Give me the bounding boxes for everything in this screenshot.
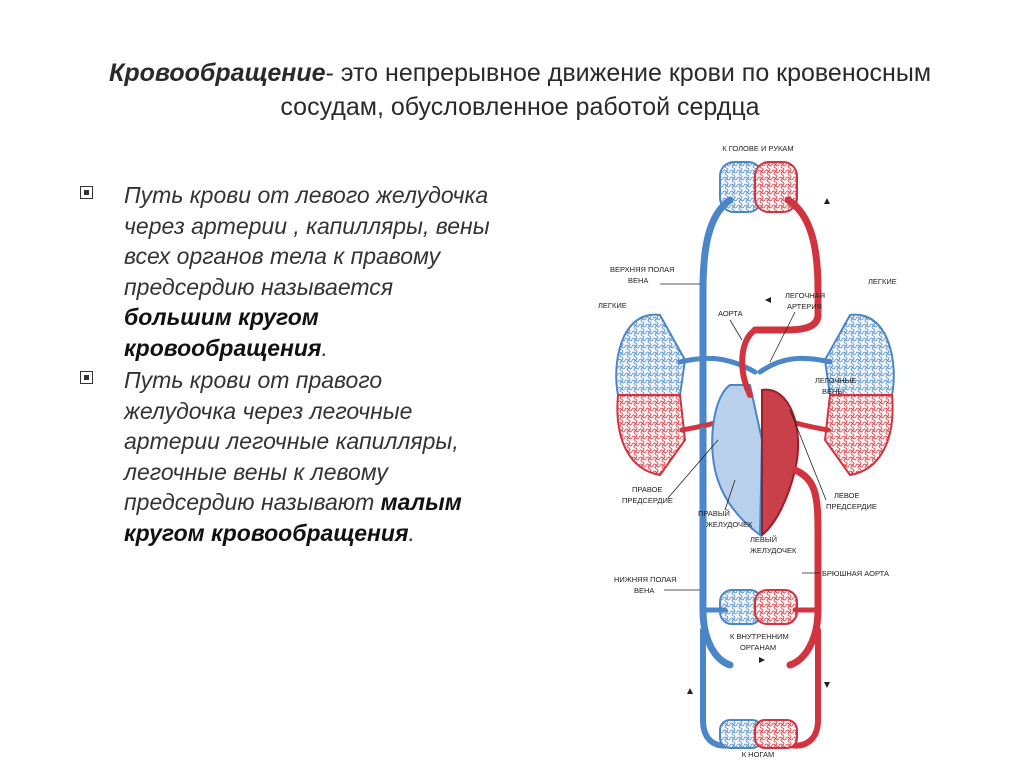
label-right-atrium-2: ПРЕДСЕРДИЕ [622, 496, 673, 505]
left-lung [615, 313, 687, 477]
label-abdominal-aorta: БРЮШНАЯ АОРТА [822, 569, 889, 578]
diagram-labels: К ГОЛОВЕ И РУКАМ ВЕРХНЯЯ ПОЛАЯ ВЕНА ЛЕГК… [598, 144, 897, 759]
aorta-root [739, 327, 758, 398]
label-left-atrium-1: ЛЕВОЕ [834, 491, 860, 500]
label-legs: К НОГАМ [742, 750, 775, 759]
right-lung [823, 313, 895, 477]
label-pulmonary-veins-1: ЛЕГОЧНЫЕ [815, 376, 856, 385]
arrow-left-icon [759, 657, 765, 663]
bullet-text: Путь крови от правого желудочка через ле… [124, 367, 459, 515]
arrow-right-icon [765, 297, 771, 303]
superior-vena-cava [699, 196, 734, 434]
head-arms-capillaries [719, 161, 798, 213]
label-svc-1: ВЕРХНЯЯ ПОЛАЯ [610, 265, 675, 274]
label-lungs-left: ЛЕГКИЕ [598, 301, 627, 310]
label-aorta: АОРТА [718, 309, 743, 318]
bullet-item-systemic: Путь крови от левого желудочка через арт… [80, 180, 500, 363]
label-internal-organs-1: К ВНУТРЕННИМ [730, 632, 789, 641]
label-pulmonary-artery-2: АРТЕРИЯ [787, 302, 822, 311]
aortic-arch-upper [751, 196, 822, 334]
label-svc-2: ВЕНА [628, 276, 648, 285]
label-ivc-2: ВЕНА [634, 586, 654, 595]
label-right-ventricle-1: ПРАВЫЙ [698, 509, 730, 518]
right-heart [711, 384, 764, 537]
pulmonary-artery-left [677, 355, 758, 375]
arrow-down-icon [824, 682, 830, 688]
square-bullet-icon [80, 371, 93, 384]
label-internal-organs-2: ОРГАНАМ [740, 643, 776, 652]
label-pulmonary-artery-1: ЛЕГОЧНАЯ [785, 291, 825, 300]
label-left-ventricle-1: ЛЕВЫЙ [750, 535, 777, 544]
organ-capillaries [719, 589, 798, 625]
title-rest: - это непрерывное движение крови по кров… [280, 59, 932, 121]
left-heart [761, 388, 800, 538]
pulmonary-artery-right [757, 355, 833, 375]
bullet-bold-term: большим кругом кровообращения [124, 304, 322, 361]
label-head-arms: К ГОЛОВЕ И РУКАМ [722, 144, 793, 153]
arrow-up-icon [687, 688, 693, 694]
bullet-text-end: . [408, 519, 415, 546]
label-ivc-1: НИЖНЯЯ ПОЛАЯ [614, 575, 677, 584]
arrow-up-icon [824, 198, 830, 204]
title-term: Кровообращение [108, 59, 326, 87]
label-right-ventricle-2: ЖЕЛУДОЧЕК [706, 520, 753, 529]
label-left-ventricle-2: ЖЕЛУДОЧЕК [750, 546, 797, 555]
bullet-item-pulmonary: Путь крови от правого желудочка через ле… [80, 365, 500, 548]
label-right-atrium-1: ПРАВОЕ [632, 485, 662, 494]
heart [711, 327, 800, 538]
flow-arrows [687, 198, 830, 694]
slide-title: Кровообращение- это непрерывное движение… [80, 56, 960, 124]
bullet-text: Путь крови от левого желудочка через арт… [124, 182, 490, 300]
leg-capillaries [719, 719, 798, 749]
bullet-text-end: . [321, 334, 328, 361]
bullet-bold-term: малым кругом кровообращения [124, 489, 462, 546]
label-pulmonary-veins-2: ВЕНЫ [822, 387, 844, 396]
circulation-diagram: К ГОЛОВЕ И РУКАМ ВЕРХНЯЯ ПОЛАЯ ВЕНА ЛЕГК… [598, 144, 897, 759]
abdominal-aorta [786, 466, 822, 669]
bullet-list: Путь крови от левого желудочка через арт… [80, 180, 500, 550]
square-bullet-icon [80, 186, 93, 199]
label-lungs-right: ЛЕГКИЕ [868, 277, 897, 286]
label-left-atrium-2: ПРЕДСЕРДИЕ [826, 502, 877, 511]
